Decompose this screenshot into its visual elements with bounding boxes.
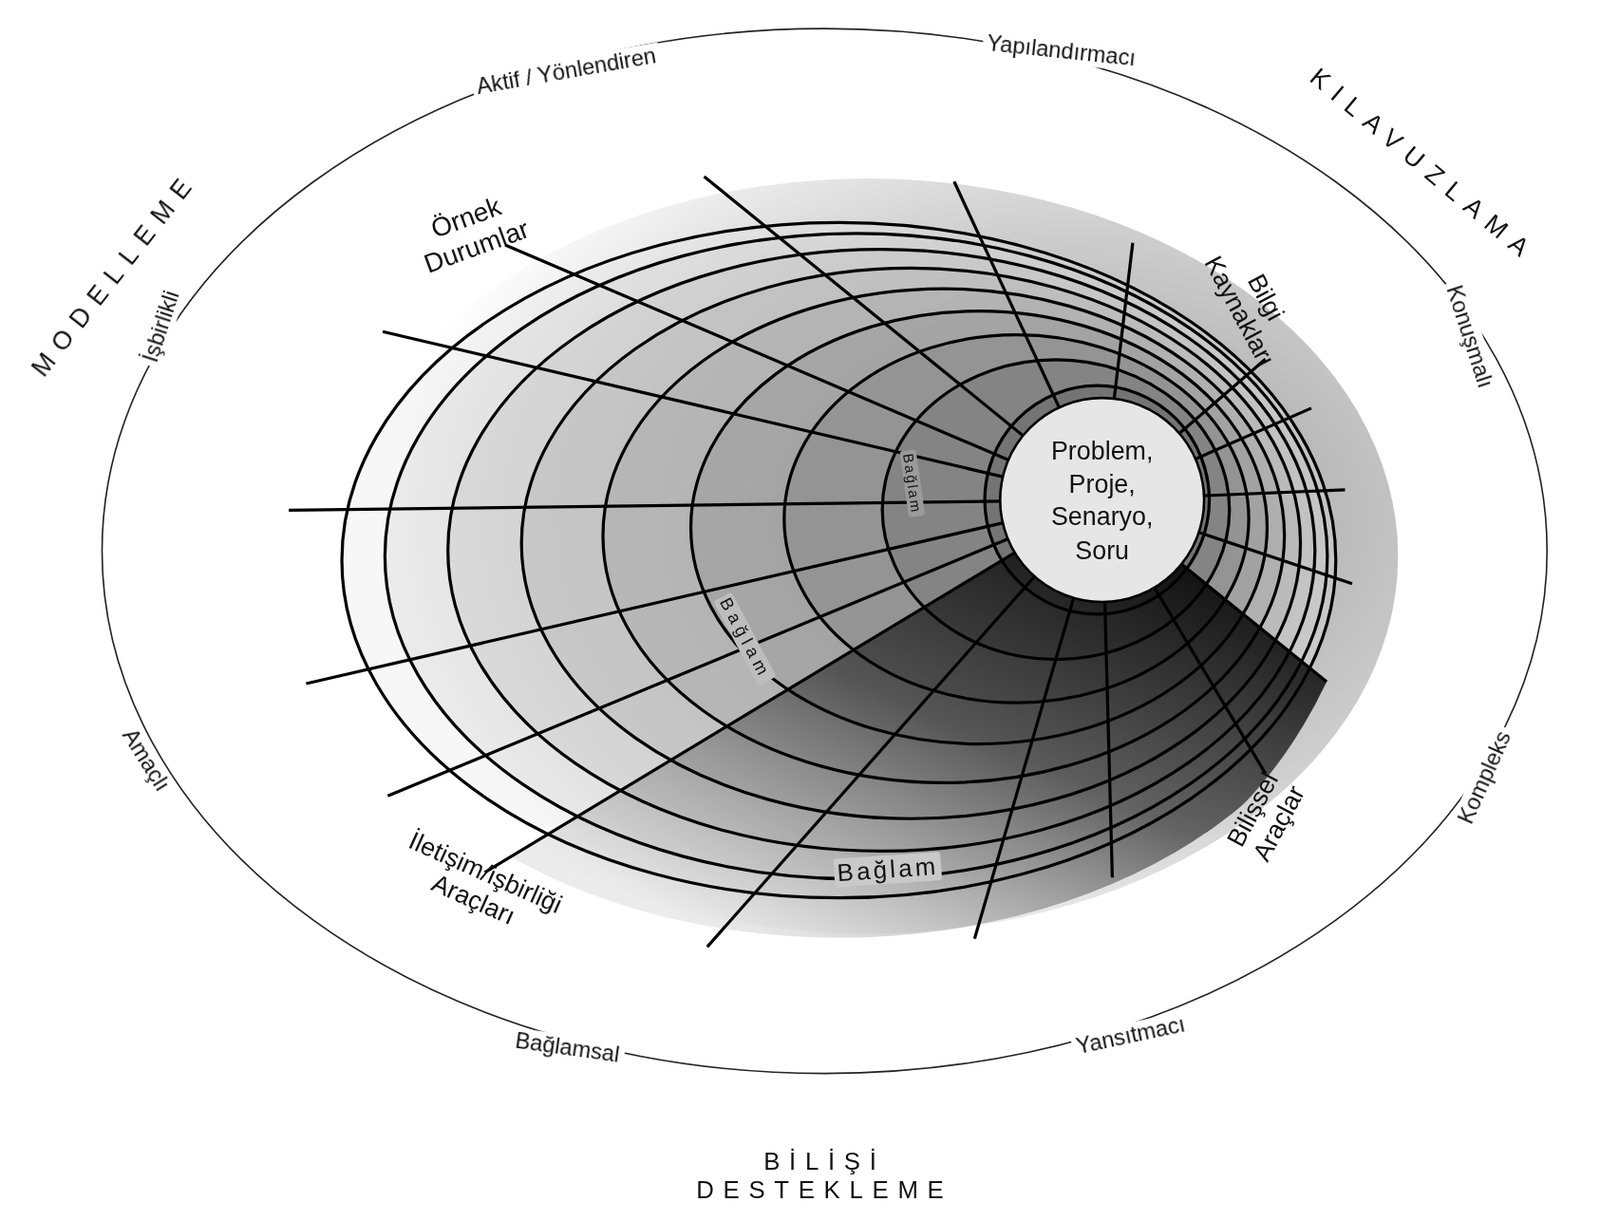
ring-word: Yapılandırmacı: [981, 30, 1142, 73]
outer-ring: [101, 28, 1547, 1073]
problem-circle: Problem, Proje, Senaryo, Soru: [997, 395, 1206, 604]
dark-wedge: [484, 500, 1327, 947]
funnel-ring: [984, 385, 1209, 615]
ring-word: Bağlamsal: [509, 1027, 626, 1069]
strategy-heading: KILAVUZLAMA: [1304, 61, 1544, 268]
ring-word: İşbirlikli: [136, 283, 187, 370]
funnel-fill: [984, 385, 1209, 615]
strategy-heading: MODELLEME: [24, 165, 204, 382]
node-text: Problem, Proje, Senaryo, Soru: [1038, 433, 1167, 567]
ring-word: Yansıtmacı: [1070, 1011, 1192, 1062]
ring-word: Amaçlı: [114, 720, 178, 800]
spoke-line: [305, 500, 1102, 684]
spoke-line: [387, 500, 1102, 797]
spoke-line: [288, 500, 1103, 511]
circle-outline: [997, 395, 1206, 604]
strategy-heading: BİLİŞİ DESTEKLEME: [671, 1147, 978, 1204]
funnel-ring: [882, 359, 1230, 660]
ring-word: Kompleks: [1450, 723, 1519, 832]
funnel-ring: [784, 335, 1249, 704]
ring-word: Aktif / Yönlendiren: [470, 41, 663, 101]
spoke-line: [484, 500, 1102, 873]
ring-word: Konuşmalı: [1439, 278, 1500, 396]
spoke-line: [382, 331, 1103, 500]
